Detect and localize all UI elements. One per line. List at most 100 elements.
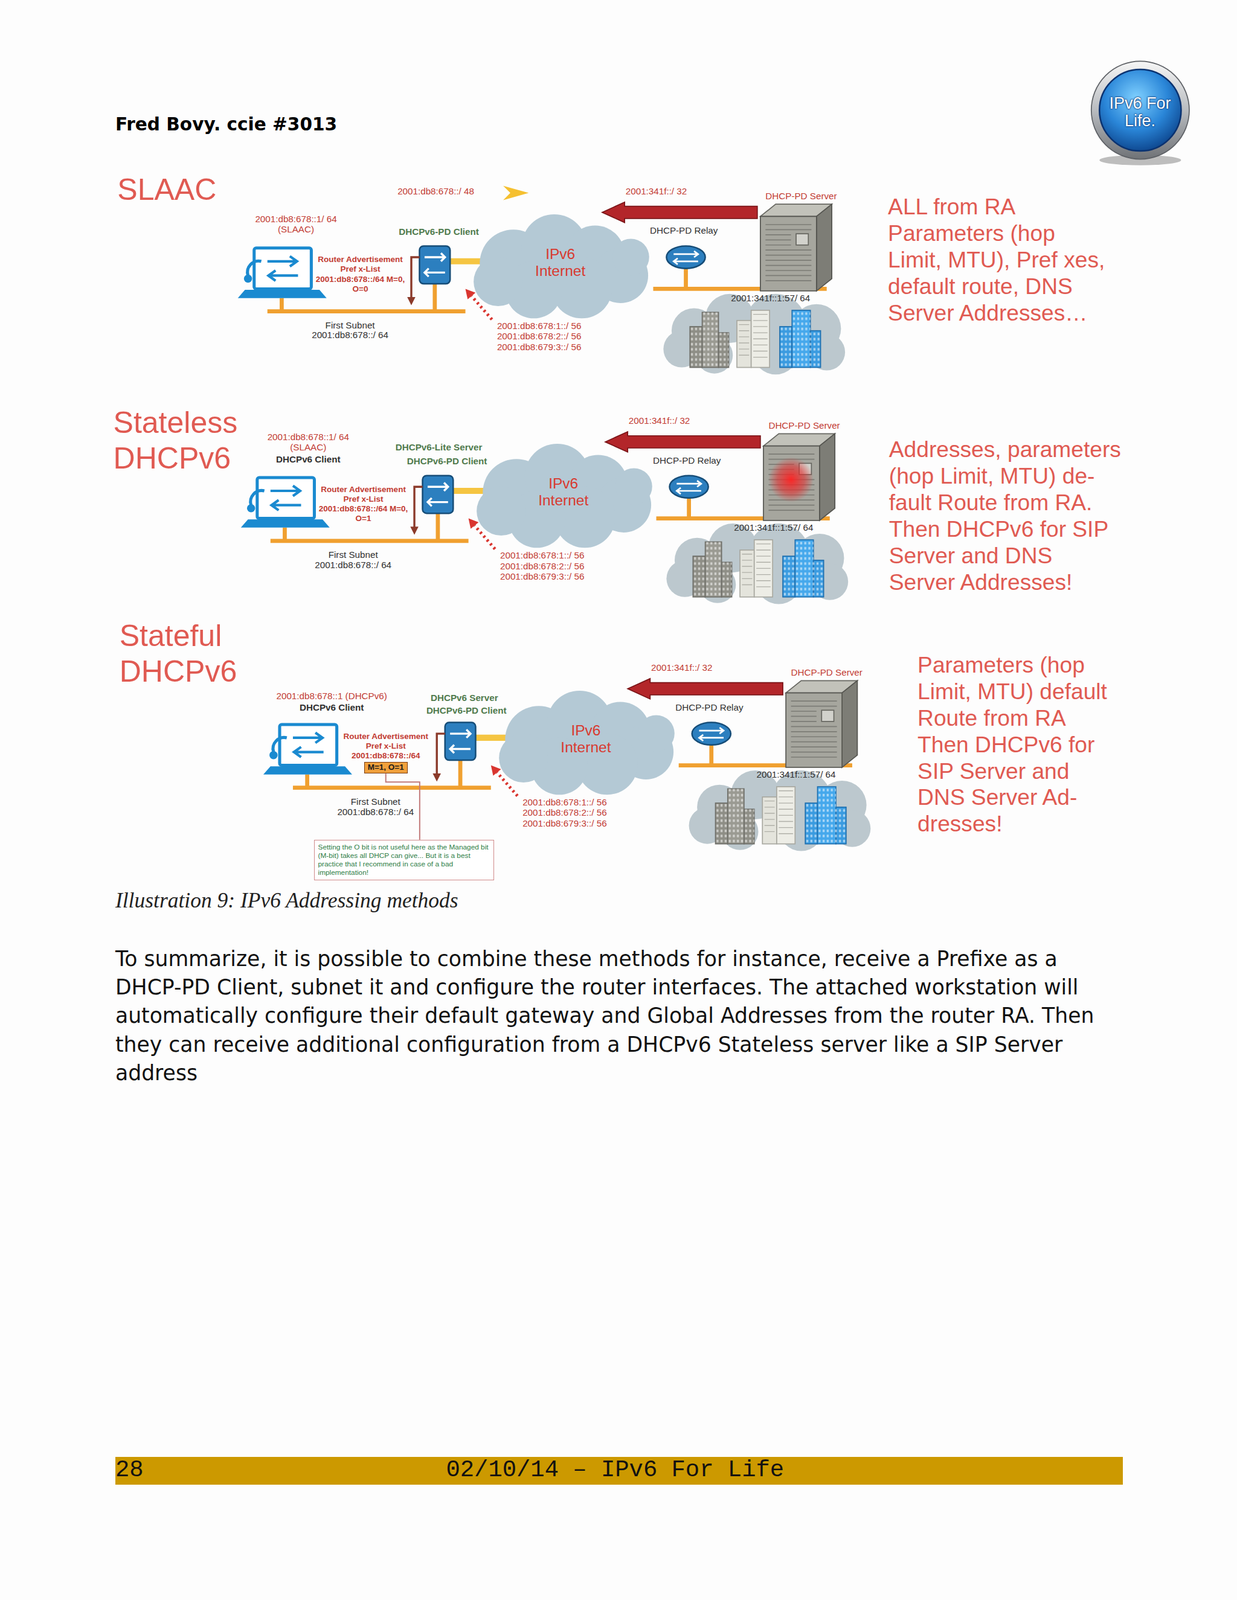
- label-anchor: Router Advertisement Pref x-List 2001:db…: [311, 254, 409, 294]
- label-anchor: DHCP-PD Server: [765, 190, 837, 202]
- label-anchor: Fred Bovy. ccie #3013: [115, 114, 338, 136]
- cloud-label: IPv6 Internet: [524, 245, 597, 280]
- internet-cloud: IPv6 Internet: [492, 680, 679, 798]
- callout-box: Setting the O bit is not useful here as …: [314, 840, 494, 881]
- label-anchor: Addresses, parameters (hop Limit, MTU) d…: [889, 436, 1124, 597]
- callout-text: Setting the O bit is not useful here as …: [318, 843, 491, 878]
- label-anchor: DHCPv6 Client: [276, 454, 341, 466]
- label-anchor: DHCP-PD Server: [791, 667, 863, 679]
- label-anchor: Stateful DHCPv6: [119, 618, 263, 690]
- device-label: DHCPv6-Lite Server: [395, 442, 483, 454]
- prefix-arrow: [503, 186, 529, 201]
- label-anchor: 2001:341f::/ 32: [625, 186, 687, 197]
- label-anchor: First Subnet 2001:db8:678::/ 64: [296, 320, 404, 342]
- device-label: DHCP-PD Server: [768, 420, 840, 432]
- body-paragraph: To summarize, it is possible to combine …: [115, 945, 1126, 1089]
- slaac-sketch: [237, 202, 846, 376]
- label-anchor: DHCPv6 Server: [430, 692, 499, 704]
- cloud-lobe: [498, 733, 548, 783]
- prefix-list: 2001:db8:678:1::/ 56 2001:db8:678:2::/ 5…: [500, 550, 621, 583]
- label-anchor: 2001:341f::1:57/ 64: [756, 769, 836, 781]
- figure-caption: Illustration 9: IPv6 Addressing methods: [115, 887, 459, 914]
- logo-badge: IPv6 For Life.: [1087, 59, 1194, 166]
- label-anchor: DHCP-PD Server: [768, 420, 840, 432]
- subnet-label: First Subnet 2001:db8:678::/ 64: [299, 550, 407, 571]
- label-anchor: 2001:db8:678::1 (DHCPv6): [276, 690, 387, 702]
- label-anchor: Router Advertisement Pref x-List 2001:db…: [337, 732, 435, 762]
- label-anchor: 2001:341f::1:57/ 64: [730, 292, 810, 304]
- address-label: 2001:db8:678::1 (DHCPv6): [276, 690, 387, 702]
- label-anchor: 2001:db8:678::1/ 64 (SLAAC): [257, 432, 360, 454]
- method-note: Addresses, parameters (hop Limit, MTU) d…: [889, 436, 1124, 597]
- stateful-sketch: [263, 678, 871, 852]
- cloud-lobe: [615, 468, 653, 506]
- flag-text: M=1, O=1: [367, 762, 405, 774]
- label-anchor: DHCP-PD Relay: [649, 225, 718, 237]
- ra-label: Router Advertisement Pref x-List 2001:db…: [337, 732, 435, 762]
- label-anchor: Stateless DHCPv6: [113, 405, 257, 477]
- device-label: DHCP-PD Server: [791, 667, 863, 679]
- label-anchor: Parameters (hop Limit, MTU) default Rout…: [917, 652, 1115, 839]
- label-anchor: First Subnet 2001:db8:678::/ 64: [299, 550, 407, 571]
- label-anchor: SLAAC: [117, 171, 217, 208]
- device-label: DHCPv6 Client: [299, 702, 364, 714]
- badge-text: IPv6 For Life.: [1104, 94, 1176, 130]
- label-anchor: DHCPv6-PD Client: [407, 456, 488, 467]
- footer-band: 2802/10/14 – IPv6 For Life: [115, 1457, 1123, 1486]
- label-anchor: Router Advertisement Pref x-List 2001:db…: [315, 485, 412, 524]
- cloud-label: IPv6 Internet: [527, 475, 600, 510]
- label-anchor: DHCP-PD Relay: [675, 702, 743, 714]
- ra-label: Router Advertisement Pref x-List 2001:db…: [315, 485, 412, 524]
- label-anchor: 2001:db8:678::1/ 64 (SLAAC): [245, 214, 348, 235]
- label-anchor: DHCPv6-PD Client: [426, 705, 507, 717]
- label-anchor: 2001:db8:678:1::/ 56 2001:db8:678:2::/ 5…: [497, 320, 618, 353]
- flag-box: M=1, O=1: [364, 762, 408, 774]
- device-label: DHCP-PD Relay: [675, 702, 743, 714]
- prefix-label: 2001:341f::/ 32: [628, 415, 690, 427]
- footer-text: 02/10/14 – IPv6 For Life: [445, 1459, 784, 1483]
- badge-ball: [1099, 69, 1181, 152]
- internet-cloud: IPv6 Internet: [467, 204, 654, 322]
- label-anchor: DHCPv6 Client: [299, 702, 364, 714]
- device-label: DHCP-PD Server: [765, 190, 837, 202]
- prefix-list: 2001:db8:678:1::/ 56 2001:db8:678:2::/ 5…: [522, 797, 643, 830]
- address-label: 2001:db8:678::1/ 64 (SLAAC): [257, 432, 360, 454]
- prefix-list: 2001:db8:678:1::/ 56 2001:db8:678:2::/ 5…: [497, 320, 618, 353]
- method-heading: Stateful DHCPv6: [119, 618, 263, 690]
- address-label: 2001:341f::1:57/ 64: [730, 292, 810, 304]
- device-label: DHCPv6 Server: [430, 692, 499, 704]
- method-note: ALL from RA Parameters (hop Limit, MTU),…: [887, 193, 1109, 327]
- stateless-sketch: [240, 431, 849, 605]
- device-label: DHCPv6-PD Client: [407, 456, 488, 467]
- device-label: DHCP-PD Relay: [649, 225, 718, 237]
- cloud-lobe: [473, 257, 523, 307]
- prefix-label: 2001:341f::/ 32: [651, 662, 713, 674]
- cloud-lobe: [476, 486, 526, 536]
- method-heading: Stateless DHCPv6: [113, 405, 257, 477]
- label-anchor: DHCPv6-PD Client: [398, 226, 479, 238]
- device-label: DHCPv6-PD Client: [398, 226, 479, 238]
- caption-anchor: Illustration 9: IPv6 Addressing methods: [115, 887, 459, 914]
- prefix-label: 2001:db8:678::/ 48: [397, 186, 475, 197]
- cloud-label: IPv6 Internet: [550, 722, 622, 757]
- method-note: Parameters (hop Limit, MTU) default Rout…: [917, 652, 1115, 839]
- address-label: 2001:db8:678::1/ 64 (SLAAC): [245, 214, 348, 235]
- address-label: 2001:341f::1:57/ 64: [756, 769, 836, 781]
- server-glow: [768, 457, 813, 502]
- cloud-lobe: [612, 238, 650, 276]
- label-anchor: First Subnet 2001:db8:678::/ 64: [321, 797, 429, 818]
- label-anchor: 2001:341f::/ 32: [651, 662, 713, 674]
- ra-label: Router Advertisement Pref x-List 2001:db…: [311, 254, 409, 294]
- label-anchor: 2001:341f::1:57/ 64: [733, 522, 813, 534]
- device-label: DHCP-PD Relay: [652, 455, 721, 467]
- author-header: Fred Bovy. ccie #3013: [115, 114, 338, 136]
- prefix-label: 2001:341f::/ 32: [625, 186, 687, 197]
- device-label: DHCPv6 Client: [276, 454, 341, 466]
- address-label: 2001:341f::1:57/ 64: [733, 522, 813, 534]
- label-anchor: 2001:db8:678:1::/ 56 2001:db8:678:2::/ 5…: [522, 797, 643, 830]
- method-heading: SLAAC: [117, 171, 217, 208]
- label-anchor: 2001:341f::/ 32: [628, 415, 690, 427]
- label-anchor: 2001:db8:678::/ 48: [397, 186, 475, 197]
- label-anchor: 2001:db8:678:1::/ 56 2001:db8:678:2::/ 5…: [500, 550, 621, 583]
